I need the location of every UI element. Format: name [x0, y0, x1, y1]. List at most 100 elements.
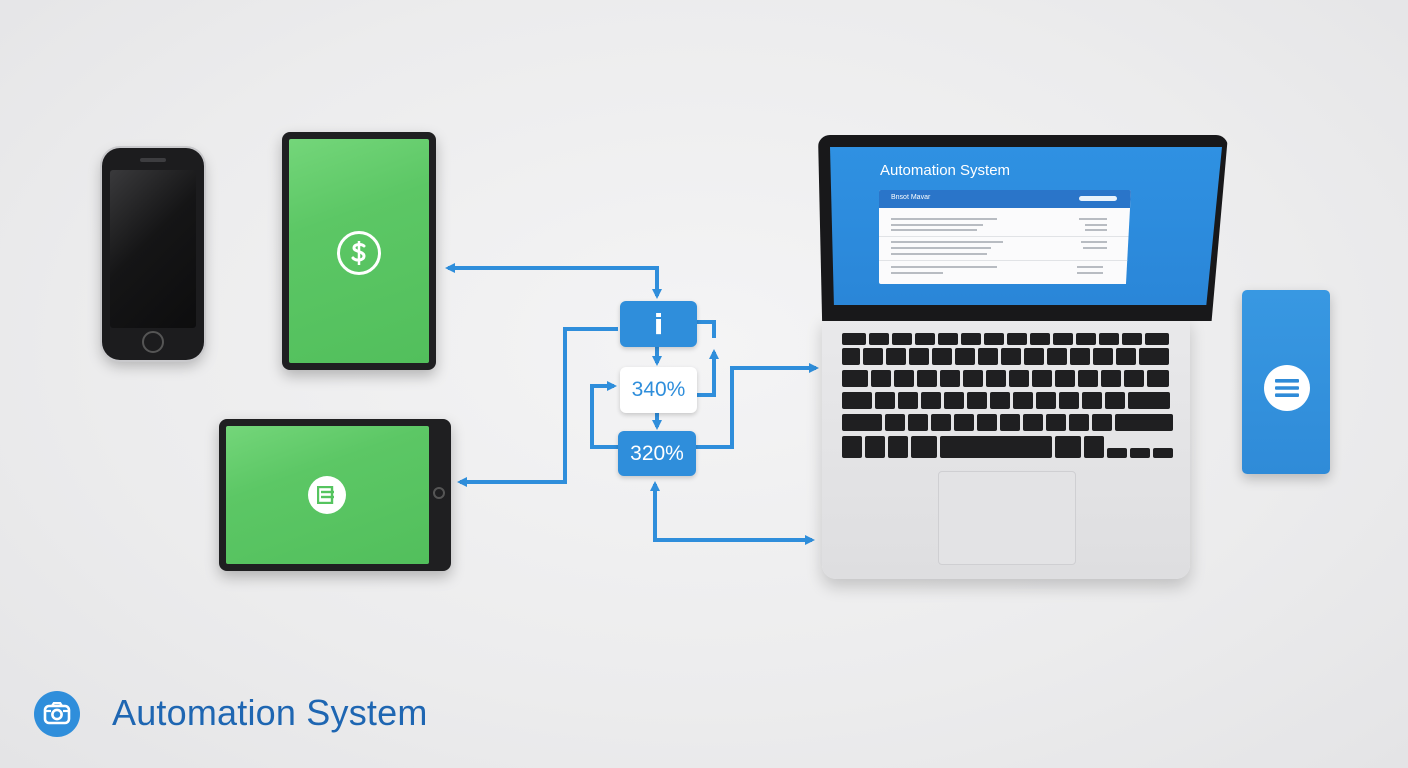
- key: [967, 392, 987, 409]
- loop-right-info: [697, 320, 716, 338]
- key: [984, 333, 1004, 345]
- keyboard-row: [842, 370, 1169, 387]
- key: [1139, 348, 1169, 365]
- key: [986, 370, 1006, 387]
- key: [842, 392, 872, 409]
- laptop-touchpad: [938, 471, 1076, 565]
- key: [1030, 333, 1050, 345]
- key: [1009, 370, 1029, 387]
- key: [842, 370, 868, 387]
- key: [931, 414, 951, 431]
- phone-speaker: [140, 158, 166, 162]
- key: [1124, 370, 1144, 387]
- tablet-home-button: [433, 487, 445, 499]
- smartphone: [102, 148, 204, 360]
- camera-icon: [34, 691, 80, 737]
- document-icon: [308, 476, 346, 514]
- key: [1001, 348, 1021, 365]
- key: [990, 392, 1010, 409]
- keyboard-row: [842, 436, 1173, 458]
- key: [1032, 370, 1052, 387]
- key: [871, 370, 891, 387]
- window-text-line: [1077, 266, 1103, 268]
- key: [1070, 348, 1090, 365]
- key: [940, 436, 1052, 458]
- key: [932, 348, 952, 365]
- key: [1128, 392, 1170, 409]
- window-row-divider: [879, 260, 1131, 261]
- key: [894, 370, 914, 387]
- key: [911, 436, 937, 458]
- window-text-line: [891, 247, 991, 249]
- key: [898, 392, 918, 409]
- key: [1092, 414, 1112, 431]
- dollar-icon: [337, 231, 381, 275]
- loop-left: [590, 381, 618, 449]
- portrait-tablet-screen: [289, 139, 429, 363]
- key: [1116, 348, 1136, 365]
- key: [978, 348, 998, 365]
- key: [938, 333, 958, 345]
- keyboard-row: [842, 392, 1170, 409]
- info-icon: i: [653, 307, 664, 341]
- window-title: Bnsot Mavar: [891, 194, 931, 201]
- key: [869, 333, 889, 345]
- menu-icon: [1264, 365, 1310, 411]
- key: [909, 348, 929, 365]
- key: [1069, 414, 1089, 431]
- key: [1053, 333, 1073, 345]
- portrait-tablet: [282, 132, 436, 370]
- window-row-divider: [879, 236, 1131, 237]
- window-text-line: [1083, 247, 1107, 249]
- key: [1036, 392, 1056, 409]
- diagram-title: Automation System: [112, 692, 428, 733]
- key: [963, 370, 983, 387]
- landscape-tablet: [219, 419, 451, 571]
- key: [1093, 348, 1113, 365]
- key: [1115, 414, 1173, 431]
- key: [875, 392, 895, 409]
- window-text-line: [891, 253, 987, 255]
- key: [1084, 436, 1104, 458]
- key: [842, 414, 882, 431]
- key: [865, 436, 885, 458]
- key: [1107, 448, 1127, 458]
- key: [842, 348, 860, 365]
- arrow-320-to-laptop: [680, 363, 819, 449]
- key: [1007, 333, 1027, 345]
- phone-screen: [110, 170, 196, 328]
- key: [1013, 392, 1033, 409]
- key: [954, 414, 974, 431]
- laptop-keyboard: [842, 333, 1173, 461]
- side-device: [1242, 290, 1330, 474]
- key: [886, 348, 906, 365]
- key: [955, 348, 975, 365]
- key: [940, 370, 960, 387]
- keyboard-row: [842, 333, 1169, 345]
- key: [908, 414, 928, 431]
- key: [1101, 370, 1121, 387]
- key: [1130, 448, 1150, 458]
- key: [1076, 333, 1096, 345]
- key: [1145, 333, 1169, 345]
- key: [1055, 436, 1081, 458]
- key: [977, 414, 997, 431]
- landscape-tablet-screen: [226, 426, 429, 564]
- key: [1082, 392, 1102, 409]
- window-text-line: [1079, 218, 1107, 220]
- window-text-line: [1081, 241, 1107, 243]
- key: [1000, 414, 1020, 431]
- key: [944, 392, 964, 409]
- keyboard-row: [842, 414, 1173, 431]
- key: [842, 436, 862, 458]
- window-text-line: [891, 218, 997, 220]
- key: [961, 333, 981, 345]
- key: [1024, 348, 1044, 365]
- percent-box-340: 340%: [620, 367, 697, 413]
- loop-right-340: [697, 349, 719, 397]
- key: [1023, 414, 1043, 431]
- percent-box-320: 320%: [618, 431, 696, 476]
- window-text-line: [891, 272, 943, 274]
- percent-label-320: 320%: [630, 441, 684, 465]
